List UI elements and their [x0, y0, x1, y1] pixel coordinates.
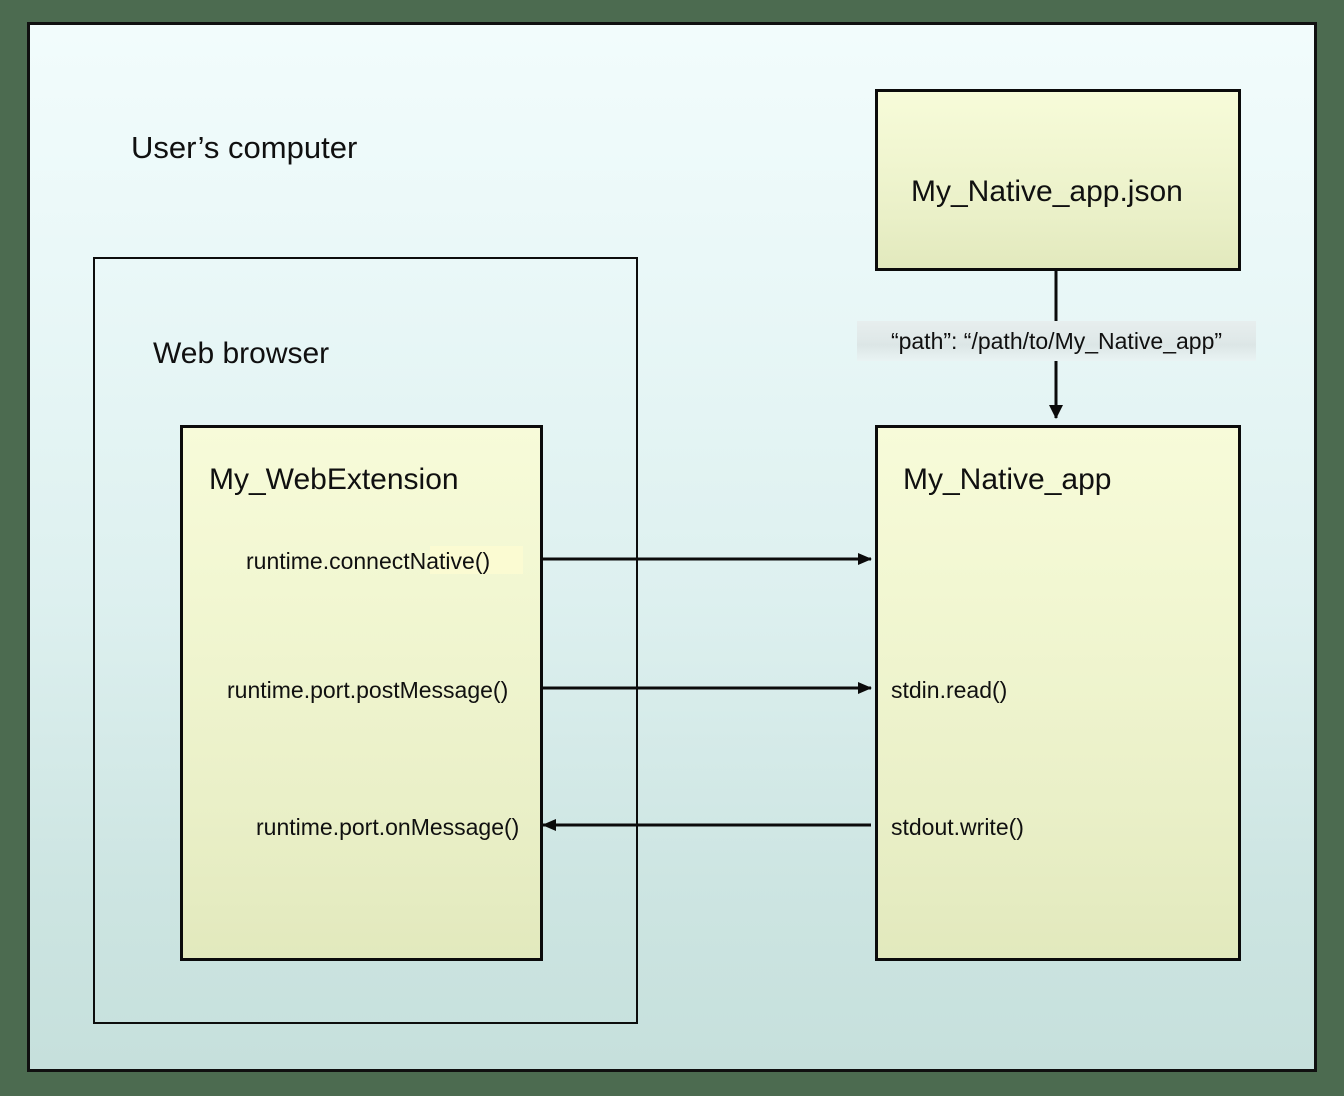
extension-api-on-message: runtime.port.onMessage() — [256, 814, 520, 840]
my-webextension-title: My_WebExtension — [209, 463, 459, 496]
diagram-canvas: User’s computer Web browser My_WebExtens… — [27, 22, 1317, 1072]
web-browser-label: Web browser — [153, 337, 330, 370]
web-browser-container — [93, 257, 638, 1024]
extension-api-post-message: runtime.port.postMessage() — [227, 677, 509, 703]
my-native-app-title: My_Native_app — [903, 463, 1112, 496]
my-native-app-box[interactable] — [875, 425, 1241, 961]
my-webextension-box[interactable] — [180, 425, 543, 961]
manifest-json-box[interactable] — [875, 89, 1241, 271]
manifest-json-title: My_Native_app.json — [911, 175, 1183, 208]
manifest-path-entry: “path”: “/path/to/My_Native_app” — [857, 321, 1256, 361]
extension-api-connect-native: runtime.connectNative() — [246, 548, 491, 574]
users-computer-label: User’s computer — [131, 130, 358, 165]
native-app-api-stdout-write: stdout.write() — [891, 814, 1024, 840]
text-selection-highlight — [430, 546, 523, 574]
native-app-api-stdin-read: stdin.read() — [891, 677, 1008, 703]
